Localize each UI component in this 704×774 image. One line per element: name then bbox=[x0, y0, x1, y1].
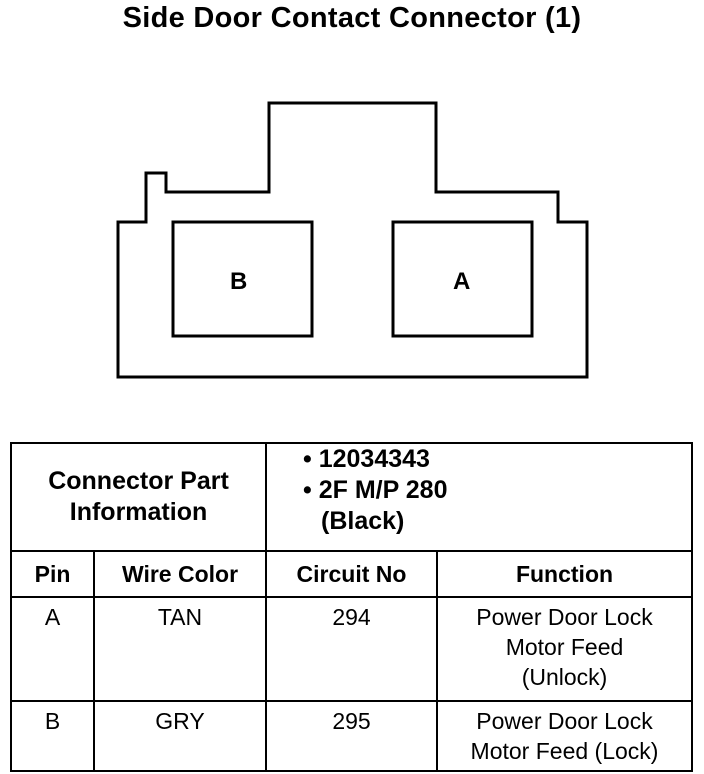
col-wire-color: Wire Color bbox=[93, 550, 267, 598]
table-row: A TAN 294 Power Door Lock Motor Feed (Un… bbox=[10, 596, 693, 702]
diagram-title: Side Door Contact Connector (1) bbox=[122, 2, 582, 34]
cavity-b bbox=[171, 220, 314, 338]
cavity-b-label: B bbox=[230, 268, 248, 295]
part-color: (Black) bbox=[321, 507, 405, 535]
col-circuit-no: Circuit No bbox=[265, 550, 438, 598]
cavity-a bbox=[391, 220, 534, 338]
column-header-row: Pin Wire Color Circuit No Function bbox=[10, 550, 693, 598]
cavity-a-label: A bbox=[453, 268, 471, 295]
function-cell: Power Door Lock Motor Feed (Lock) bbox=[436, 700, 693, 772]
connector-outline bbox=[116, 101, 589, 379]
col-function: Function bbox=[436, 550, 693, 598]
circuit-no-cell: 295 bbox=[265, 700, 438, 772]
connector-diagram bbox=[116, 101, 589, 379]
circuit-no-cell: 294 bbox=[265, 596, 438, 702]
pin-cell: B bbox=[10, 700, 95, 772]
wire-color-cell: TAN bbox=[93, 596, 267, 702]
col-pin: Pin bbox=[10, 550, 95, 598]
part-info-label: Connector Part Information bbox=[10, 442, 267, 552]
pin-cell: A bbox=[10, 596, 95, 702]
part-number: 12034343 bbox=[318, 445, 430, 473]
function-cell: Power Door Lock Motor Feed (Unlock) bbox=[436, 596, 693, 702]
wire-color-cell: GRY bbox=[93, 700, 267, 772]
connector-info-table: Connector Part Information • 12034343 • … bbox=[10, 442, 693, 772]
table-row: B GRY 295 Power Door Lock Motor Feed (Lo… bbox=[10, 700, 693, 772]
part-detail: 2F M/P 280 bbox=[318, 476, 448, 504]
part-info-values: • 12034343 • 2F M/P 280 (Black) bbox=[265, 442, 693, 552]
